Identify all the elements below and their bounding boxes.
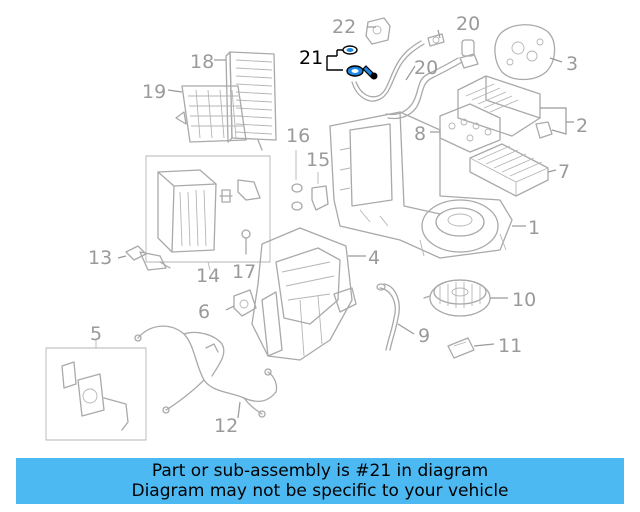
callout-3: 3 xyxy=(566,53,578,75)
callout-22: 22 xyxy=(332,16,356,38)
callout-21: 21 xyxy=(299,47,323,69)
part-16-o-rings xyxy=(291,150,303,211)
callout-14: 14 xyxy=(196,265,220,287)
callout-5: 5 xyxy=(90,323,102,345)
callout-19: 19 xyxy=(142,81,166,103)
info-banner: Part or sub-assembly is #21 in diagram D… xyxy=(16,458,624,504)
callout-13: 13 xyxy=(88,247,112,269)
callout-11: 11 xyxy=(498,335,522,357)
callout-4: 4 xyxy=(368,247,380,269)
parts-diagram: 22 21 20 20 3 2 8 7 1 18 19 16 15 13 14 … xyxy=(45,13,588,441)
part-3-gasket xyxy=(494,24,556,81)
part-4-distribution-housing xyxy=(251,227,357,361)
part-6-actuator xyxy=(233,289,257,317)
part-19-core-housing xyxy=(175,85,247,143)
callout-8: 8 xyxy=(414,123,426,145)
callout-20-mid: 20 xyxy=(414,57,438,79)
part-5-box xyxy=(45,340,147,441)
callout-2: 2 xyxy=(576,115,588,137)
banner-line-1: Part or sub-assembly is #21 in diagram xyxy=(151,461,489,481)
callout-10: 10 xyxy=(512,289,536,311)
callout-17: 17 xyxy=(232,261,256,283)
part-1-hvac-housing xyxy=(329,111,513,259)
callout-16: 16 xyxy=(286,125,310,147)
part-12-wiring-harness xyxy=(134,325,278,418)
part-21-seal-kit xyxy=(342,45,378,80)
callout-9: 9 xyxy=(418,325,430,347)
part-2-expansion-valve xyxy=(457,75,553,139)
part-13-actuator xyxy=(125,245,171,271)
banner-line-2: Diagram may not be specific to your vehi… xyxy=(131,481,509,501)
part-18-heater-core xyxy=(225,51,277,151)
callout-12: 12 xyxy=(214,415,238,437)
callout-18: 18 xyxy=(190,51,214,73)
callout-20-top: 20 xyxy=(456,13,480,35)
callout-6: 6 xyxy=(198,301,210,323)
part-9-drain-hose xyxy=(376,283,400,351)
part-10-blower-motor xyxy=(423,279,491,317)
part-14-box xyxy=(145,155,271,271)
callout-1: 1 xyxy=(528,217,540,239)
part-22-bracket xyxy=(365,17,391,45)
leader-lines xyxy=(117,26,574,419)
part-15-sensor xyxy=(311,172,329,211)
part-11-resistor xyxy=(447,337,475,359)
part-7-cabin-filter xyxy=(469,143,549,197)
callout-15: 15 xyxy=(306,149,330,171)
part-17-screw xyxy=(241,229,251,255)
callout-7: 7 xyxy=(558,161,570,183)
callout-labels: 22 21 20 20 3 2 8 7 1 18 19 16 15 13 14 … xyxy=(88,13,588,437)
